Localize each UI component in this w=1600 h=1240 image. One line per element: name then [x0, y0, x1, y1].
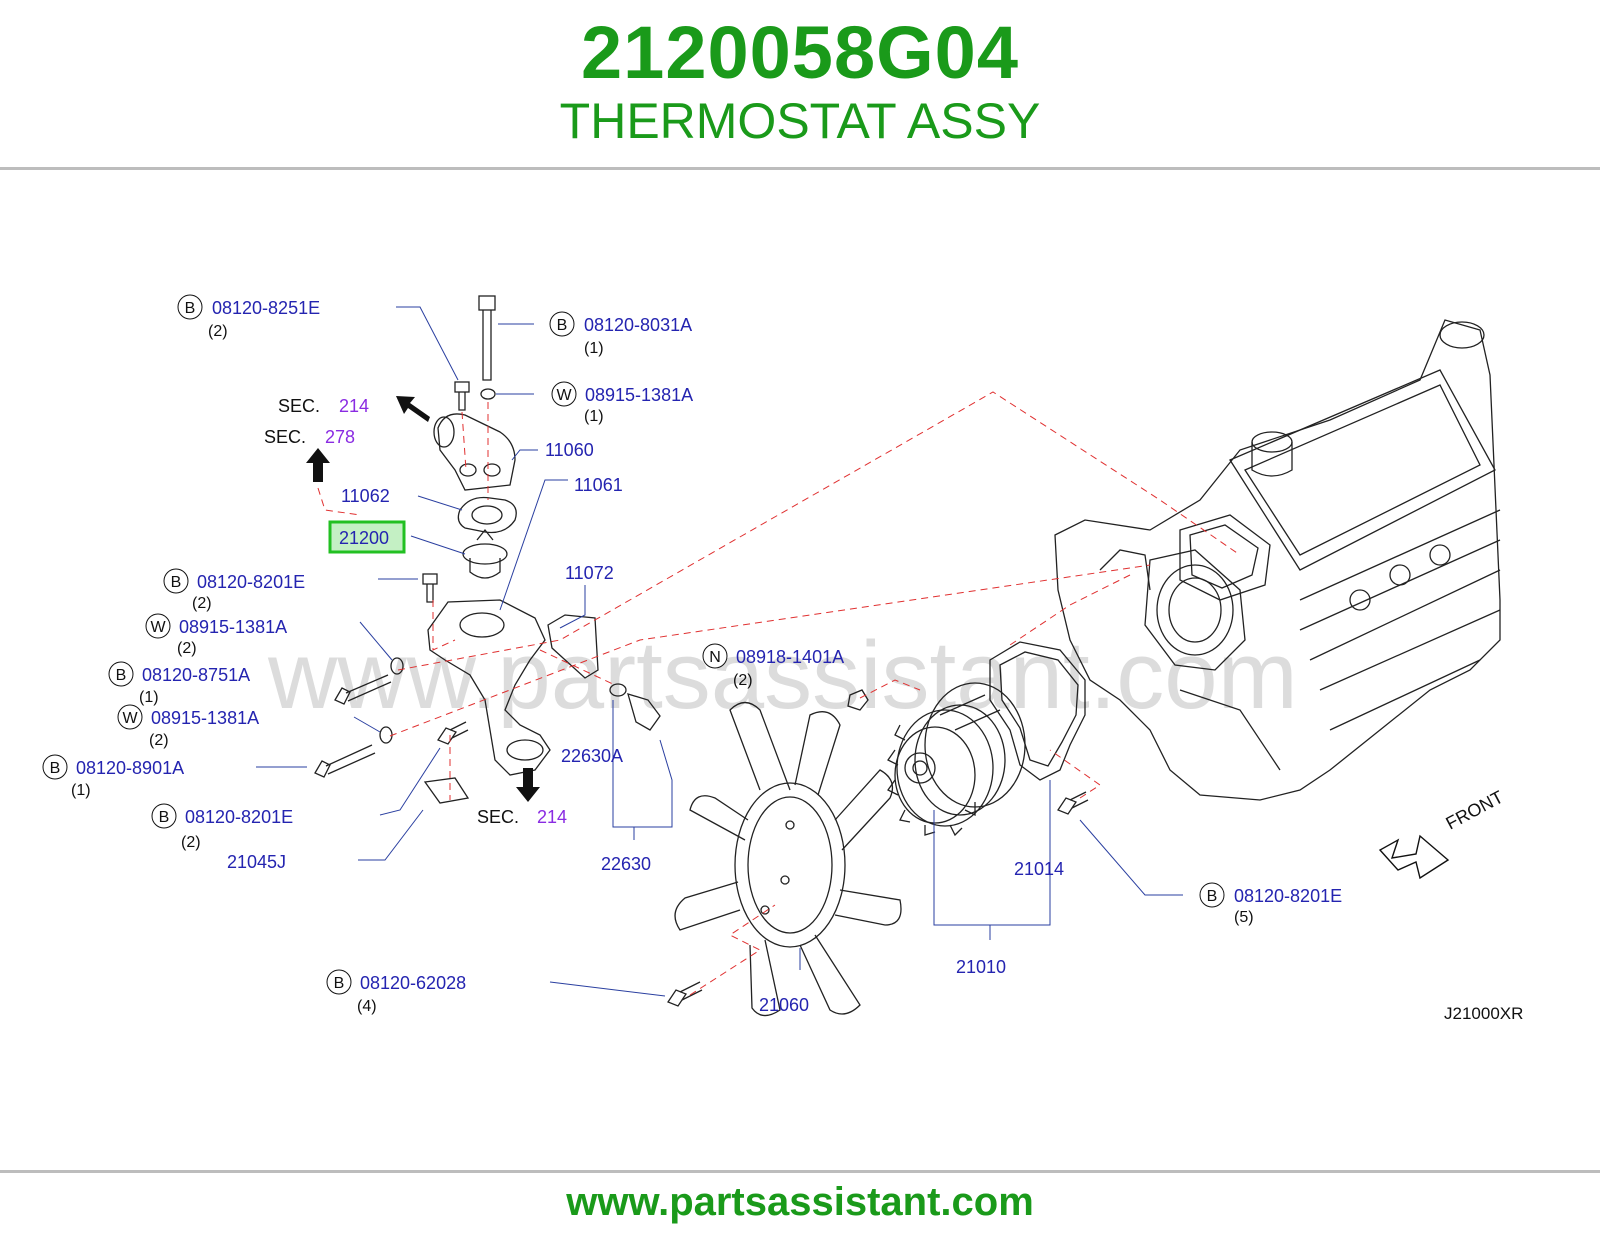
callout-08915-1381A-low[interactable]: W 08915-1381A (2)	[117, 704, 259, 749]
section-ref-214-top[interactable]: SEC. 214	[278, 396, 369, 416]
callout-part-number[interactable]: 08918-1401A	[736, 647, 844, 667]
part-label-21010[interactable]: 21010	[956, 957, 1006, 977]
part-label-21045J[interactable]: 21045J	[227, 852, 286, 872]
part-label-22630A[interactable]: 22630A	[561, 746, 623, 766]
callout-part-number[interactable]: 08120-8251E	[212, 298, 320, 318]
callout-quantity: (1)	[71, 782, 91, 799]
callout-letter: W	[556, 387, 572, 404]
section-prefix: SEC.	[264, 427, 306, 447]
part-label-11072[interactable]: 11072	[565, 563, 614, 583]
callout-quantity: (2)	[181, 834, 201, 851]
callout-quantity: (1)	[139, 689, 159, 706]
callout-08120-8251E[interactable]: B 08120-8251E (2)	[177, 294, 320, 340]
part-label-11061[interactable]: 11061	[574, 475, 623, 495]
callout-part-number[interactable]: 08120-8201E	[185, 807, 293, 827]
callout-letter: B	[334, 975, 345, 992]
callout-part-number[interactable]: 08120-8201E	[197, 572, 305, 592]
callout-08120-8901A[interactable]: B 08120-8901A (1)	[42, 754, 184, 799]
section-ref-278[interactable]: SEC. 278	[264, 427, 355, 447]
callout-quantity: (2)	[733, 672, 753, 689]
section-ref-214-bottom[interactable]: SEC. 214	[477, 807, 567, 827]
callout-letter: B	[557, 317, 568, 334]
header: 2120058G04 THERMOSTAT ASSY	[0, 0, 1600, 168]
callout-letter: W	[150, 619, 166, 636]
callout-part-number[interactable]: 08120-8751A	[142, 665, 250, 685]
callout-quantity: (1)	[584, 408, 604, 425]
callout-08120-8031A[interactable]: B 08120-8031A (1)	[549, 311, 692, 357]
callout-08120-8201E-right[interactable]: B 08120-8201E (5)	[1199, 882, 1342, 926]
callout-letter: B	[185, 300, 196, 317]
footer-divider	[0, 1170, 1600, 1173]
thermostat-housing-illustration	[423, 413, 599, 804]
callout-letter: B	[159, 809, 170, 826]
engine-block-illustration	[1054, 319, 1501, 801]
callout-part-number[interactable]: 08120-8201E	[1234, 886, 1342, 906]
callout-08120-8751A[interactable]: B 08120-8751A (1)	[108, 661, 250, 706]
water-pump-illustration	[887, 641, 1086, 837]
highlighted-part-21200[interactable]: 21200	[328, 520, 406, 554]
callout-quantity: (4)	[357, 998, 377, 1015]
callout-quantity: (2)	[208, 323, 228, 340]
section-number[interactable]: 278	[325, 427, 355, 447]
part-name-subtitle: THERMOSTAT ASSY	[559, 93, 1041, 149]
callout-part-number[interactable]: 08120-8031A	[584, 315, 692, 335]
part-label-22630[interactable]: 22630	[601, 854, 651, 874]
callout-quantity: (2)	[149, 732, 169, 749]
part-label-11062[interactable]: 11062	[341, 486, 390, 506]
footer-website-url[interactable]: www.partsassistant.com	[566, 1180, 1034, 1224]
callout-letter: N	[709, 649, 721, 666]
callout-08915-1381A-top[interactable]: W 08915-1381A (1)	[551, 381, 693, 425]
front-arrow-icon	[1378, 834, 1450, 880]
callout-part-number[interactable]: 08120-62028	[360, 973, 466, 993]
callout-08120-8201E-upper[interactable]: B 08120-8201E (2)	[163, 568, 305, 612]
callout-08120-8201E-lower[interactable]: B 08120-8201E (2)	[151, 803, 293, 851]
callout-letter: W	[122, 710, 138, 727]
callout-part-number[interactable]: 08915-1381A	[151, 708, 259, 728]
callout-08915-1381A-mid[interactable]: W 08915-1381A (2)	[145, 613, 287, 657]
section-number[interactable]: 214	[339, 396, 369, 416]
exploded-parts-diagram: www.partsassistant.com	[42, 294, 1523, 1023]
section-number[interactable]: 214	[537, 807, 567, 827]
front-direction-label: FRONT	[1442, 787, 1506, 834]
callout-quantity: (2)	[192, 595, 212, 612]
part-number-title: 2120058G04	[581, 11, 1019, 94]
callout-letter: B	[50, 760, 61, 777]
dashed-alignment-lines	[317, 391, 1241, 996]
callout-part-number[interactable]: 08120-8901A	[76, 758, 184, 778]
leader-lines	[256, 306, 1183, 997]
part-label-21014[interactable]: 21014	[1014, 859, 1064, 879]
diagram-code: J21000XR	[1444, 1004, 1523, 1023]
arrow-down-icon	[516, 768, 540, 802]
cooling-fan-illustration	[674, 701, 902, 1017]
hardware-illustrations	[314, 295, 1089, 1007]
section-arrows	[306, 396, 1450, 880]
callout-08120-62028[interactable]: B 08120-62028 (4)	[326, 969, 466, 1015]
part-label-21200[interactable]: 21200	[339, 528, 389, 548]
arrow-up-left-icon	[396, 396, 430, 422]
callout-part-number[interactable]: 08915-1381A	[179, 617, 287, 637]
arrow-up-icon	[306, 448, 330, 482]
part-label-11060[interactable]: 11060	[545, 440, 594, 460]
section-prefix: SEC.	[477, 807, 519, 827]
part-label-21060[interactable]: 21060	[759, 995, 809, 1015]
callout-quantity: (5)	[1234, 909, 1254, 926]
callout-quantity: (1)	[584, 340, 604, 357]
callout-part-number[interactable]: 08915-1381A	[585, 385, 693, 405]
callout-quantity: (2)	[177, 640, 197, 657]
callout-letter: B	[1207, 888, 1218, 905]
watermark: www.partsassistant.com	[267, 622, 1298, 729]
header-divider	[0, 167, 1600, 170]
callout-08918-1401A[interactable]: N 08918-1401A (2)	[702, 643, 844, 689]
callout-letter: B	[116, 667, 127, 684]
callout-letter: B	[171, 574, 182, 591]
section-prefix: SEC.	[278, 396, 320, 416]
